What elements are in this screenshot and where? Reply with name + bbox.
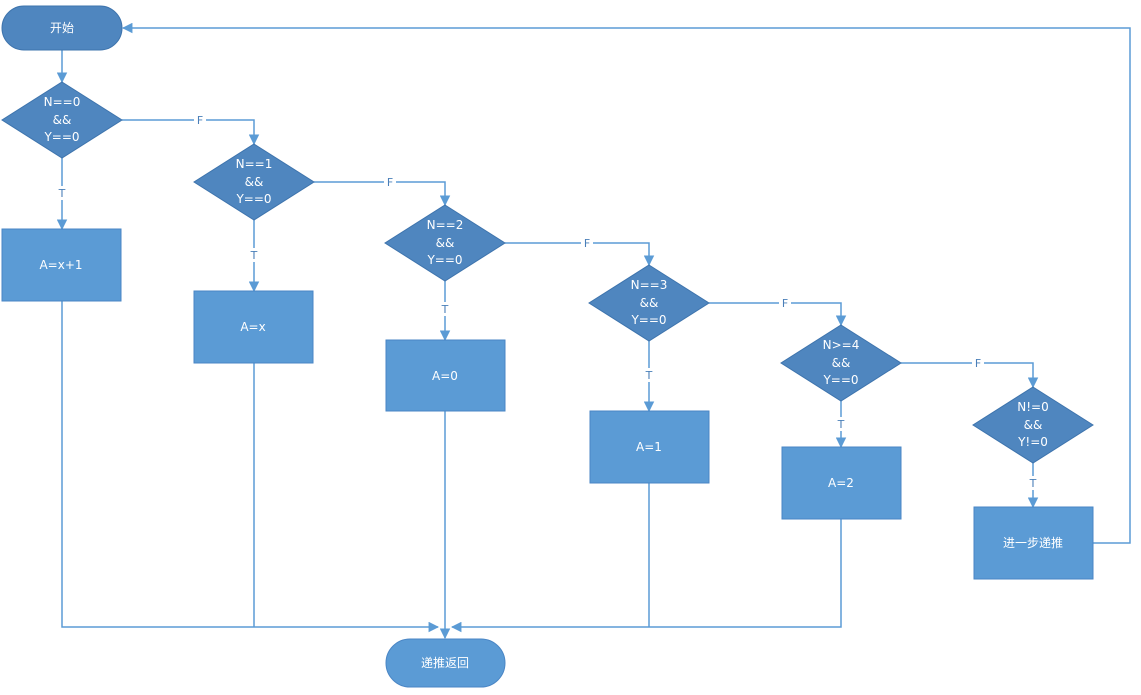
decision-6-line-2: && [1024, 418, 1043, 432]
process-2-label: A=x [240, 320, 265, 334]
process-6: 进一步递推 [973, 506, 1094, 580]
label-d5-true: T [837, 418, 845, 431]
process-3-label: A=0 [432, 369, 458, 383]
decision-1: N==0 && Y==0 [1, 81, 123, 159]
decision-3: N==2 && Y==0 [384, 204, 506, 282]
edge-labels: T F T F T F T F T F T [56, 114, 1039, 490]
decision-1-line-3: Y==0 [43, 130, 79, 144]
label-d4-true: T [645, 369, 653, 382]
decision-4-line-3: Y==0 [630, 313, 666, 327]
process-4-label: A=1 [636, 440, 662, 454]
label-d3-true: T [441, 303, 449, 316]
decision-4: N==3 && Y==0 [588, 264, 710, 342]
process-1-label: A=x+1 [39, 258, 82, 272]
process-1: A=x+1 [1, 228, 122, 302]
label-d1-true: T [58, 187, 66, 200]
decision-3-line-3: Y==0 [426, 253, 462, 267]
edge-d4-false [709, 302, 847, 327]
decision-2-line-2: && [245, 175, 264, 189]
decision-2-line-1: N==1 [236, 157, 273, 171]
edge-d3-false [505, 242, 655, 267]
edge-p5-to-end [450, 519, 842, 633]
process-3: A=0 [385, 339, 506, 412]
decision-3-line-2: && [436, 236, 455, 250]
process-6-label: 进一步递推 [1003, 536, 1063, 550]
process-4: A=1 [589, 410, 710, 484]
decision-5-line-3: Y==0 [822, 373, 858, 387]
edge-d1-false [122, 119, 260, 146]
start-label: 开始 [50, 21, 74, 35]
label-d4-false: F [782, 297, 788, 310]
label-d5-false: F [975, 357, 981, 370]
label-d1-false: F [197, 114, 203, 127]
label-d6-true: T [1029, 477, 1037, 490]
decision-1-line-2: && [53, 113, 72, 127]
process-2: A=x [193, 290, 314, 364]
decision-4-line-2: && [640, 296, 659, 310]
decision-4-line-1: N==3 [631, 278, 668, 292]
edge-d2-false [314, 181, 451, 207]
process-5-label: A=2 [828, 476, 854, 490]
decision-6: N!=0 && Y!=0 [972, 386, 1094, 464]
decision-5-line-1: N>=4 [823, 338, 860, 352]
decision-5-line-2: && [832, 356, 851, 370]
process-5: A=2 [781, 446, 902, 520]
end-node: 递推返回 [385, 638, 506, 688]
decision-2: N==1 && Y==0 [193, 143, 315, 221]
decision-6-line-3: Y!=0 [1017, 435, 1048, 449]
decision-6-line-1: N!=0 [1017, 400, 1048, 414]
start-node: 开始 [1, 5, 123, 51]
decision-5: N>=4 && Y==0 [780, 324, 902, 402]
decision-3-line-1: N==2 [427, 218, 464, 232]
label-d3-false: F [584, 237, 590, 250]
decision-2-line-3: Y==0 [235, 192, 271, 206]
edges [56, 22, 1131, 640]
edge-p1-to-end [61, 301, 440, 633]
label-d2-true: T [250, 249, 258, 262]
label-d2-false: F [387, 176, 393, 189]
decision-1-line-1: N==0 [44, 95, 81, 109]
end-label: 递推返回 [421, 656, 469, 670]
edge-d5-false [901, 362, 1039, 389]
edge-p6-loop-to-start [121, 22, 1131, 544]
